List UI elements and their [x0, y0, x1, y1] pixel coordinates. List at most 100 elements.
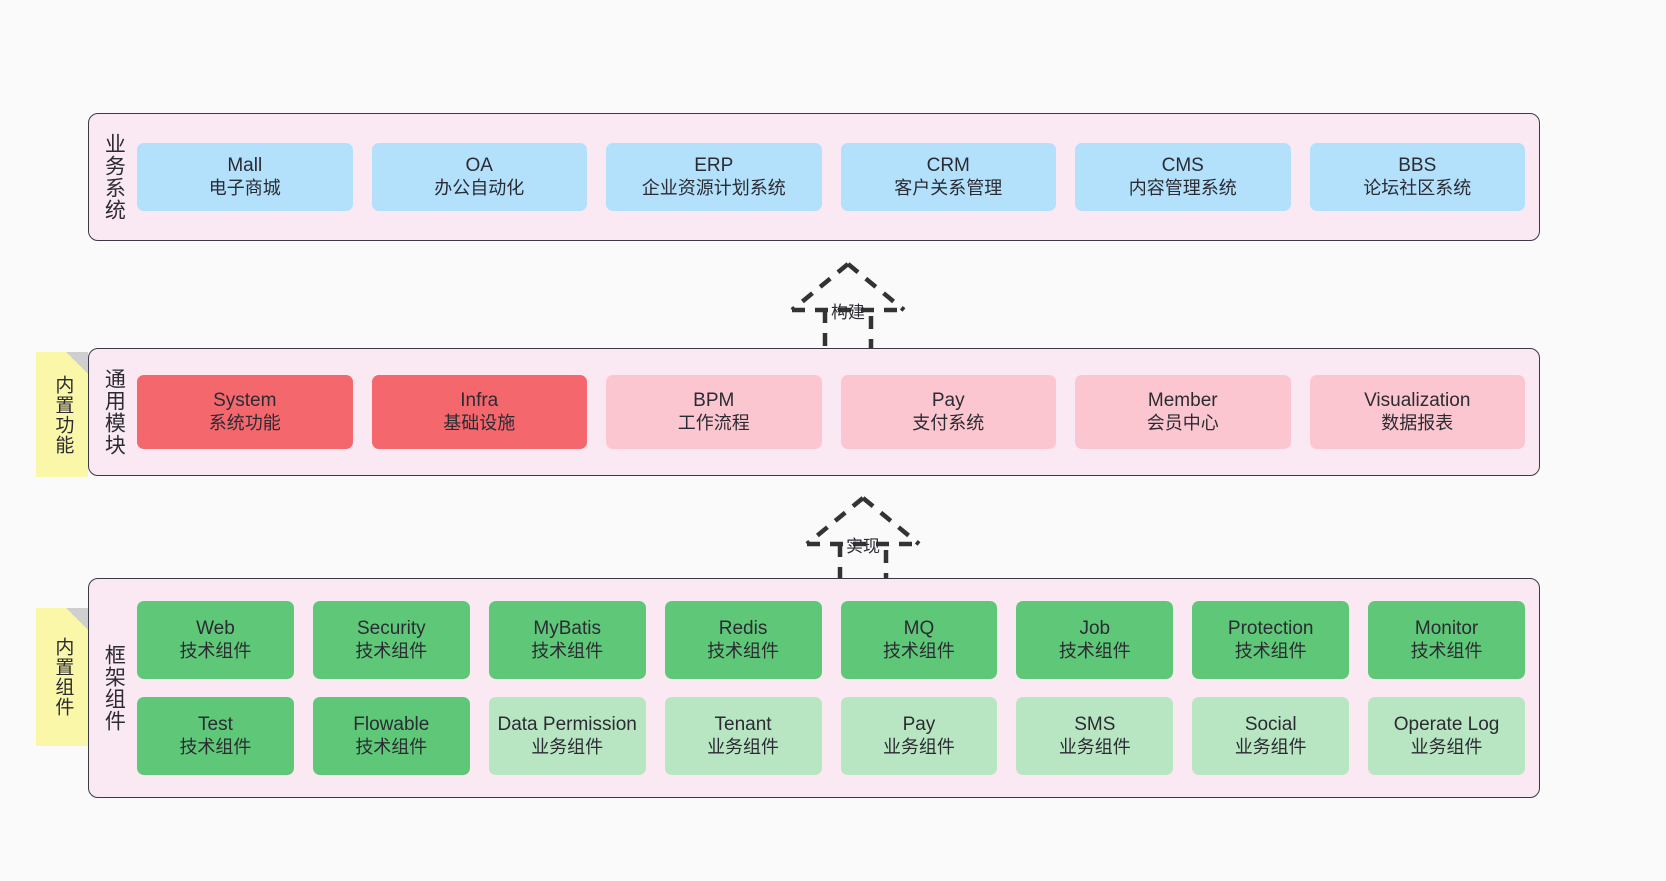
connector-build-label: 构建 — [831, 303, 865, 322]
node-erp[interactable]: ERP 企业资源计划系统 — [606, 143, 822, 211]
generalization-arrow-icon — [790, 262, 906, 357]
node-title: CRM — [926, 155, 970, 177]
node-subtitle: 技术组件 — [355, 640, 428, 661]
node-title: Job — [1079, 618, 1111, 640]
layer-label-framework-component: 框架组件 — [102, 644, 126, 732]
note-fold-corner-icon — [66, 352, 88, 374]
node-subtitle: 内容管理系统 — [1128, 177, 1237, 198]
node-subtitle: 技术组件 — [1058, 640, 1131, 661]
node-bpm[interactable]: BPM 工作流程 — [606, 375, 822, 449]
node-crm[interactable]: CRM 客户关系管理 — [840, 143, 1056, 211]
node-mall[interactable]: Mall 电子商城 — [137, 143, 353, 211]
node-subtitle: 技术组件 — [1234, 640, 1307, 661]
node-title: Pay — [902, 714, 936, 736]
node-subtitle: 业务组件 — [1410, 736, 1483, 757]
layer-framework-component[interactable]: 框架组件 Web 技术组件 Security 技术组件 MyBatis 技术组件… — [88, 578, 1540, 798]
node-tenant[interactable]: Tenant 业务组件 — [664, 697, 822, 775]
node-title: Social — [1244, 714, 1297, 736]
node-title: CMS — [1161, 155, 1204, 177]
node-system[interactable]: System 系统功能 — [137, 375, 353, 449]
node-subtitle: 技术组件 — [1410, 640, 1483, 661]
node-security[interactable]: Security 技术组件 — [312, 601, 470, 679]
node-subtitle: 技术组件 — [355, 736, 428, 757]
node-data-permission[interactable]: Data Permission 业务组件 — [488, 697, 646, 775]
generalization-arrow-icon — [805, 496, 921, 591]
node-subtitle: 业务组件 — [707, 736, 780, 757]
layer-body-common-module: System 系统功能 Infra 基础设施 BPM 工作流程 Pay 支付系统… — [137, 349, 1539, 475]
layer-label-common-module: 通用模块 — [102, 368, 126, 456]
node-title: SMS — [1074, 714, 1116, 736]
node-subtitle: 业务组件 — [531, 736, 604, 757]
connector-implement: 实现 — [778, 492, 948, 592]
layer-label-business-system: 业务系统 — [102, 133, 126, 221]
node-pay-module[interactable]: Pay 支付系统 — [840, 375, 1056, 449]
node-test[interactable]: Test 技术组件 — [137, 697, 294, 775]
node-oa[interactable]: OA 办公自动化 — [371, 143, 587, 211]
note-builtin-function[interactable]: 内置功能 — [36, 352, 88, 477]
node-title: System — [213, 390, 277, 412]
node-subtitle: 技术组件 — [179, 640, 252, 661]
node-subtitle: 业务组件 — [1234, 736, 1307, 757]
note-fold-corner-icon — [66, 608, 88, 630]
node-subtitle: 业务组件 — [1058, 736, 1131, 757]
node-row: Web 技术组件 Security 技术组件 MyBatis 技术组件 Redi… — [137, 601, 1525, 679]
node-title: Web — [196, 618, 235, 640]
note-text: 内置功能 — [52, 374, 74, 455]
node-operate-log[interactable]: Operate Log 业务组件 — [1368, 697, 1525, 775]
node-subtitle: 技术组件 — [179, 736, 252, 757]
node-title: Mall — [227, 155, 263, 177]
node-subtitle: 电子商城 — [208, 177, 281, 198]
node-row: System 系统功能 Infra 基础设施 BPM 工作流程 Pay 支付系统… — [137, 375, 1525, 449]
node-job[interactable]: Job 技术组件 — [1016, 601, 1174, 679]
node-infra[interactable]: Infra 基础设施 — [371, 375, 587, 449]
node-flowable[interactable]: Flowable 技术组件 — [312, 697, 470, 775]
node-subtitle: 技术组件 — [707, 640, 780, 661]
node-mq[interactable]: MQ 技术组件 — [840, 601, 998, 679]
node-title: MQ — [903, 618, 935, 640]
node-title: OA — [465, 155, 493, 177]
node-title: Flowable — [353, 714, 430, 736]
node-subtitle: 客户关系管理 — [894, 177, 1003, 198]
node-visualization[interactable]: Visualization 数据报表 — [1309, 375, 1525, 449]
node-protection[interactable]: Protection 技术组件 — [1192, 601, 1350, 679]
node-row: Test 技术组件 Flowable 技术组件 Data Permission … — [137, 697, 1525, 775]
node-mybatis[interactable]: MyBatis 技术组件 — [488, 601, 646, 679]
node-subtitle: 系统功能 — [208, 412, 281, 433]
node-subtitle: 技术组件 — [882, 640, 955, 661]
node-subtitle: 数据报表 — [1381, 412, 1454, 433]
node-subtitle: 技术组件 — [531, 640, 604, 661]
node-pay-component[interactable]: Pay 业务组件 — [840, 697, 998, 775]
layer-common-module[interactable]: 通用模块 System 系统功能 Infra 基础设施 BPM 工作流程 Pay… — [88, 348, 1540, 476]
node-subtitle: 论坛社区系统 — [1363, 177, 1472, 198]
node-redis[interactable]: Redis 技术组件 — [664, 601, 822, 679]
node-subtitle: 企业资源计划系统 — [641, 177, 786, 198]
node-monitor[interactable]: Monitor 技术组件 — [1368, 601, 1525, 679]
node-title: BPM — [693, 390, 735, 412]
layer-business-system[interactable]: 业务系统 Mall 电子商城 OA 办公自动化 ERP 企业资源计划系统 CRM… — [88, 113, 1540, 241]
layer-body-framework-component: Web 技术组件 Security 技术组件 MyBatis 技术组件 Redi… — [137, 579, 1539, 797]
node-member[interactable]: Member 会员中心 — [1075, 375, 1291, 449]
node-subtitle: 基础设施 — [443, 412, 516, 433]
node-title: Visualization — [1364, 390, 1471, 412]
node-title: Pay — [931, 390, 965, 412]
node-title: Monitor — [1414, 618, 1479, 640]
node-title: MyBatis — [533, 618, 601, 640]
note-text: 内置组件 — [52, 637, 74, 717]
node-title: ERP — [694, 155, 734, 177]
node-web[interactable]: Web 技术组件 — [137, 601, 294, 679]
node-title: Operate Log — [1393, 714, 1500, 736]
connector-build: 构建 — [763, 258, 933, 358]
node-sms[interactable]: SMS 业务组件 — [1016, 697, 1174, 775]
node-title: Test — [198, 714, 233, 736]
node-subtitle: 业务组件 — [882, 736, 955, 757]
node-social[interactable]: Social 业务组件 — [1192, 697, 1350, 775]
node-title: Data Permission — [497, 714, 637, 736]
connector-implement-label: 实现 — [846, 537, 880, 556]
node-row: Mall 电子商城 OA 办公自动化 ERP 企业资源计划系统 CRM 客户关系… — [137, 143, 1525, 211]
note-builtin-component[interactable]: 内置组件 — [36, 608, 88, 746]
layer-body-business-system: Mall 电子商城 OA 办公自动化 ERP 企业资源计划系统 CRM 客户关系… — [137, 114, 1539, 240]
node-cms[interactable]: CMS 内容管理系统 — [1075, 143, 1291, 211]
node-bbs[interactable]: BBS 论坛社区系统 — [1309, 143, 1525, 211]
node-title: Member — [1147, 390, 1218, 412]
node-title: Protection — [1227, 618, 1314, 640]
